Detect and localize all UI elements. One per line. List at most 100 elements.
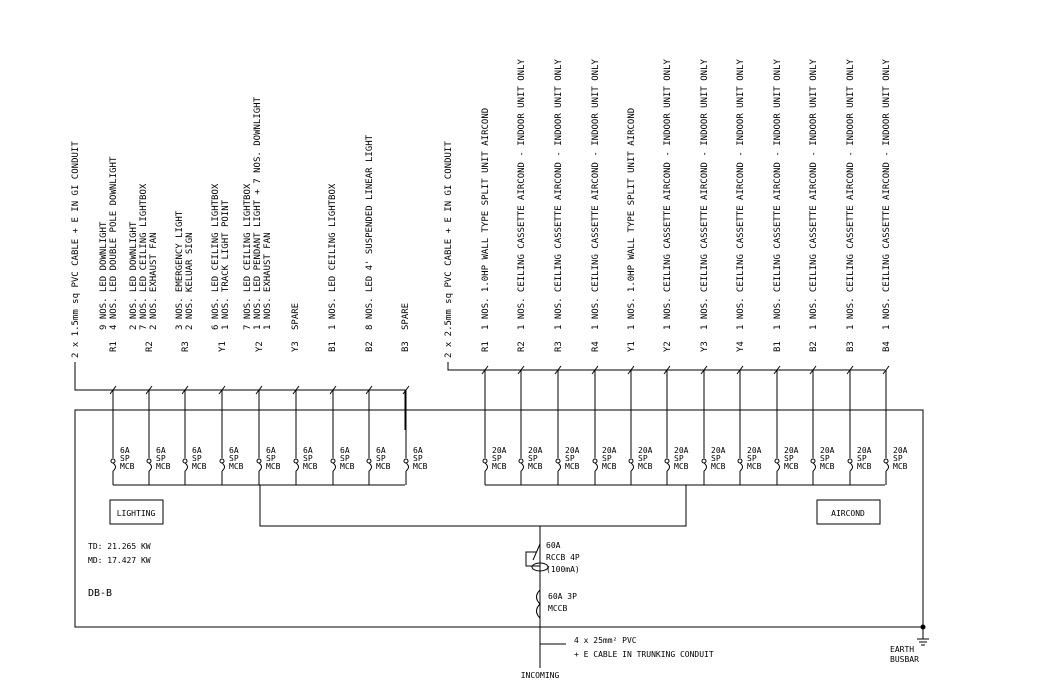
load-line: 1 NOS. TRACK LIGHT POINT <box>221 199 231 330</box>
cable-tick <box>255 385 263 395</box>
aircond-circuits: R1 1 NOS. 1.0HP WALL TYPE SPLIT UNIT AIR… <box>481 58 892 352</box>
cable-tick <box>773 365 781 375</box>
mcb-rating: SP <box>820 454 830 463</box>
mcb-contact <box>847 458 853 464</box>
mcb-rating: SP <box>340 454 350 463</box>
lighting-cable-label: 2 x 1.5mm sq PVC CABLE + E IN GI CONDUIT <box>71 141 81 358</box>
cable-tick <box>554 365 562 375</box>
circuit-aircond-b2: B2 1 NOS. CEILING CASSETTE AIRCOND - IND… <box>809 58 819 352</box>
circuit-lighting-r2: R2 2 NOS. LED DOWNLIGHT 7 NOS. LED CEILI… <box>129 183 159 352</box>
mcb-contact <box>701 458 707 464</box>
load-line: 2 NOS. KELUAR SIGN <box>185 232 195 330</box>
mcb-rating: SP <box>747 454 757 463</box>
mcb-rating: MCB <box>711 462 726 471</box>
rccb-line: (100mA) <box>546 565 580 574</box>
mcb-rating: 6A <box>376 446 386 455</box>
mcb-breaker-arc <box>739 462 743 472</box>
mcb-rating: 6A <box>192 446 202 455</box>
aircond-label-box <box>816 499 881 525</box>
load-line: 4 NOS. LED DOUBLE POLE DOWNLIGHT <box>109 156 119 330</box>
mcb-rating: 20A <box>528 446 543 455</box>
phase-label: Y3 <box>291 341 301 352</box>
rccb-switch-contact <box>532 543 541 561</box>
mcb-contact <box>146 458 152 464</box>
phase-label: R3 <box>181 341 191 352</box>
mcb-breaker-arc <box>112 462 116 472</box>
cable-tick <box>736 365 744 375</box>
circuit-aircond-r2: R2 1 NOS. CEILING CASSETTE AIRCOND - IND… <box>517 58 527 352</box>
phase-label: Y3 <box>700 341 710 352</box>
aircond-feeders: 20ASPMCB20ASPMCB20ASPMCB20ASPMCB20ASPMCB… <box>481 365 908 485</box>
aircond-bus-drop <box>540 485 687 527</box>
mcb-contact <box>555 458 561 464</box>
circuit-aircond-y3: Y3 1 NOS. CEILING CASSETTE AIRCOND - IND… <box>700 58 710 352</box>
mcb-rating: 6A <box>120 446 130 455</box>
aircond-cable-label: 2 x 2.5mm sq PVC CABLE + E IN GI CONDUIT <box>444 141 454 358</box>
mcb-rating: MCB <box>747 462 762 471</box>
mcb-rating: 20A <box>784 446 799 455</box>
mcb-rating: SP <box>229 454 239 463</box>
mcb-rating: MCB <box>857 462 872 471</box>
mcb-rating: MCB <box>602 462 617 471</box>
distribution-board-enclosure <box>74 409 924 628</box>
mcb-rating: MCB <box>192 462 207 471</box>
mcb-rating: 20A <box>893 446 908 455</box>
mcb-rating: SP <box>492 454 502 463</box>
mcb-rating: MCB <box>413 462 428 471</box>
circuit-aircond-r1: R1 1 NOS. 1.0HP WALL TYPE SPLIT UNIT AIR… <box>481 108 491 352</box>
circuit-lighting-r3: R3 3 NOS. EMERGENCY LIGHT 2 NOS. KELUAR … <box>175 210 195 352</box>
mcb-breaker-arc <box>557 462 561 472</box>
mcb-rating: SP <box>376 454 386 463</box>
circuit-aircond-y2: Y2 1 NOS. CEILING CASSETTE AIRCOND - IND… <box>663 58 673 352</box>
cable-tick <box>181 385 189 395</box>
rccb-toroid <box>531 562 549 572</box>
phase-label: R2 <box>145 341 155 352</box>
cable-tick <box>882 365 890 375</box>
mcb-rating: SP <box>303 454 313 463</box>
mcb-rating: SP <box>565 454 575 463</box>
phase-label: R3 <box>554 341 564 352</box>
mcb-contact <box>518 458 524 464</box>
rccb-symbol: 60A RCCB 4P (100mA) <box>525 541 580 574</box>
mcb-rating: MCB <box>784 462 799 471</box>
phase-label: R4 <box>591 341 601 352</box>
phase-label: Y1 <box>218 341 228 352</box>
board-name: DB-B <box>88 588 112 599</box>
cable-tick <box>809 365 817 375</box>
mcb-breaker-arc <box>849 462 853 472</box>
cable-tick <box>517 365 525 375</box>
mcb-rating: MCB <box>376 462 391 471</box>
circuit-aircond-r3: R3 1 NOS. CEILING CASSETTE AIRCOND - IND… <box>554 58 564 352</box>
load-line: 1 NOS. CEILING CASSETTE AIRCOND - INDOOR… <box>809 58 819 330</box>
load-line: 2 NOS. EXHAUST FAN <box>149 232 159 330</box>
mcb-rating: SP <box>413 454 423 463</box>
mcb-rating: MCB <box>528 462 543 471</box>
mcb-rating: 20A <box>638 446 653 455</box>
mcb-rating: 6A <box>340 446 350 455</box>
mcb-rating: 6A <box>229 446 239 455</box>
mcb-breaker-arc <box>594 462 598 472</box>
mcb-breaker-arc <box>258 462 262 472</box>
cable-tick <box>663 365 671 375</box>
mcb-contact <box>293 458 299 464</box>
cable-tick <box>700 365 708 375</box>
phase-label: Y4 <box>736 341 746 352</box>
circuit-lighting-r1: R1 9 NOS. LED DOWNLIGHT 4 NOS. LED DOUBL… <box>99 156 119 352</box>
mcb-breaker-arc <box>703 462 707 472</box>
mcb-rating: SP <box>120 454 130 463</box>
earth-label-2: BUSBAR <box>890 655 919 664</box>
aircond-label: AIRCOND <box>831 509 865 518</box>
mcb-breaker-arc <box>520 462 524 472</box>
cable-tick <box>481 365 489 375</box>
mcb-breaker-arc <box>148 462 152 472</box>
mcb-rating: SP <box>156 454 166 463</box>
mcb-rating: MCB <box>340 462 355 471</box>
mcb-rating: SP <box>266 454 276 463</box>
phase-label: B1 <box>773 341 783 352</box>
load-line: 1 NOS. CEILING CASSETTE AIRCOND - INDOOR… <box>700 58 710 330</box>
mcb-rating: SP <box>711 454 721 463</box>
